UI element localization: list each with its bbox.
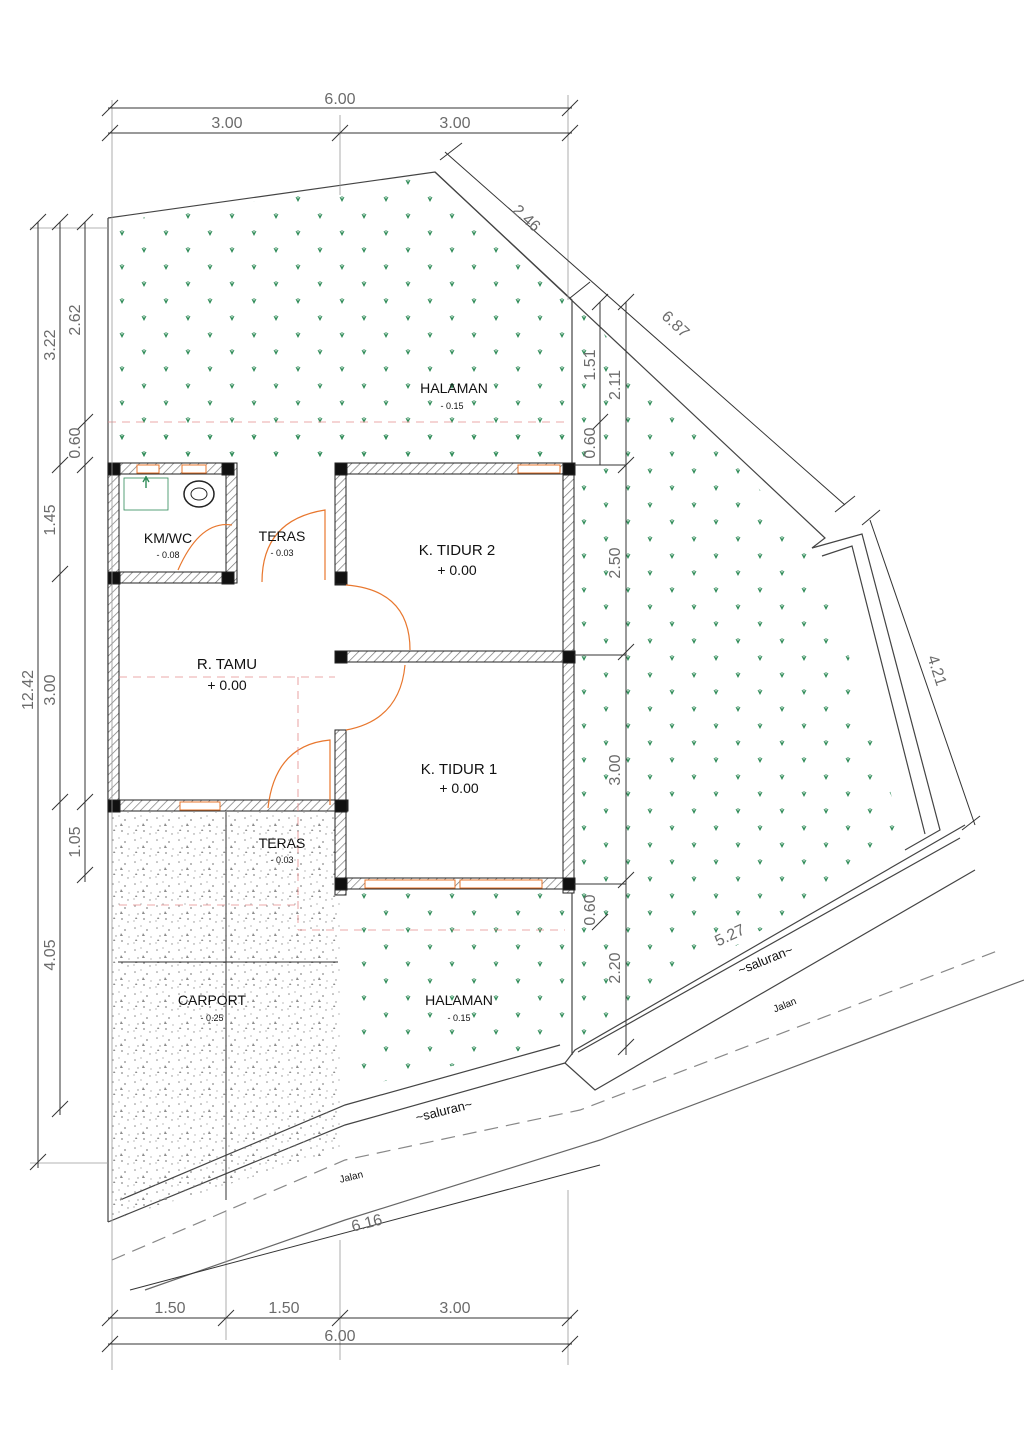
dim-left-f: 1.05 <box>67 826 84 857</box>
dim-left-g: 4.05 <box>42 939 59 970</box>
dim-right-g: 2.20 <box>607 952 624 983</box>
room-level-r-tamu: + 0.00 <box>207 677 247 693</box>
dim-bottom-a: 1.50 <box>154 1300 185 1317</box>
room-level-km-wc: - 0.08 <box>156 550 179 560</box>
dim-left-total: 12.42 <box>20 670 37 710</box>
room-name-teras-bottom: TERAS <box>259 835 306 851</box>
room-name-k-tidur-2: K. TIDUR 2 <box>419 542 495 559</box>
dim-left-b: 2.62 <box>67 304 84 335</box>
dim-top-left: 3.00 <box>211 115 242 132</box>
room-level-k-tidur-2: + 0.00 <box>437 562 477 578</box>
dim-bottom-b: 1.50 <box>268 1300 299 1317</box>
room-name-r-tamu: R. TAMU <box>197 656 257 673</box>
jalan-front-label: Jalan <box>338 1169 364 1185</box>
dim-diag-a: 2.46 <box>509 202 543 236</box>
dim-bottom-total: 6.00 <box>324 1328 355 1345</box>
room-labels: HALAMAN - 0.15 KM/WC - 0.08 TERAS - 0.03… <box>144 380 497 1023</box>
room-name-k-tidur-1: K. TIDUR 1 <box>421 761 497 778</box>
dim-left-d: 1.45 <box>42 504 59 535</box>
windows <box>136 464 561 889</box>
room-name-halaman-top: HALAMAN <box>420 380 488 396</box>
room-level-halaman-bottom: - 0.15 <box>447 1013 470 1023</box>
dim-right-e: 3.00 <box>607 754 624 785</box>
dim-right-a: 1.51 <box>582 349 599 380</box>
dim-right-f: 0.60 <box>582 894 599 925</box>
room-name-teras-top: TERAS <box>259 528 306 544</box>
dim-right-d: 2.50 <box>607 547 624 578</box>
toilet-fixtures <box>123 475 215 511</box>
doors <box>177 509 411 809</box>
dim-diag-e: 6.16 <box>350 1212 384 1236</box>
dim-left-e: 3.00 <box>42 674 59 705</box>
room-name-km-wc: KM/WC <box>144 530 192 546</box>
dim-left-a: 3.22 <box>42 329 59 360</box>
room-level-teras-top: - 0.03 <box>270 548 293 558</box>
dimension-lines <box>29 99 981 1353</box>
grass-areas <box>112 176 905 1090</box>
walls <box>107 462 576 896</box>
dim-top-total: 6.00 <box>324 91 355 108</box>
squat-toilet-icon <box>183 480 215 508</box>
jalan-side-label: Jalan <box>772 996 798 1015</box>
room-name-carport: CARPORT <box>178 992 247 1008</box>
dim-left-c: 0.60 <box>67 427 84 458</box>
room-name-halaman-bottom: HALAMAN <box>425 992 493 1008</box>
dim-diag-c: 4.21 <box>923 653 949 688</box>
room-level-halaman-top: - 0.15 <box>440 401 463 411</box>
dim-bottom-c: 3.00 <box>439 1300 470 1317</box>
dim-right-b: 2.11 <box>607 370 624 400</box>
carport-gravel <box>112 812 340 1220</box>
saluran-front-label: ~saluran~ <box>414 1096 474 1125</box>
room-level-carport: - 0.25 <box>200 1013 223 1023</box>
room-level-k-tidur-1: + 0.00 <box>439 780 479 796</box>
dim-diag-b: 6.87 <box>658 308 692 342</box>
grid-lines <box>30 95 569 1370</box>
dim-top-right: 3.00 <box>439 115 470 132</box>
guide-lines <box>108 421 570 931</box>
dim-right-c: 0.60 <box>582 427 599 458</box>
room-level-teras-bottom: - 0.03 <box>270 855 293 865</box>
